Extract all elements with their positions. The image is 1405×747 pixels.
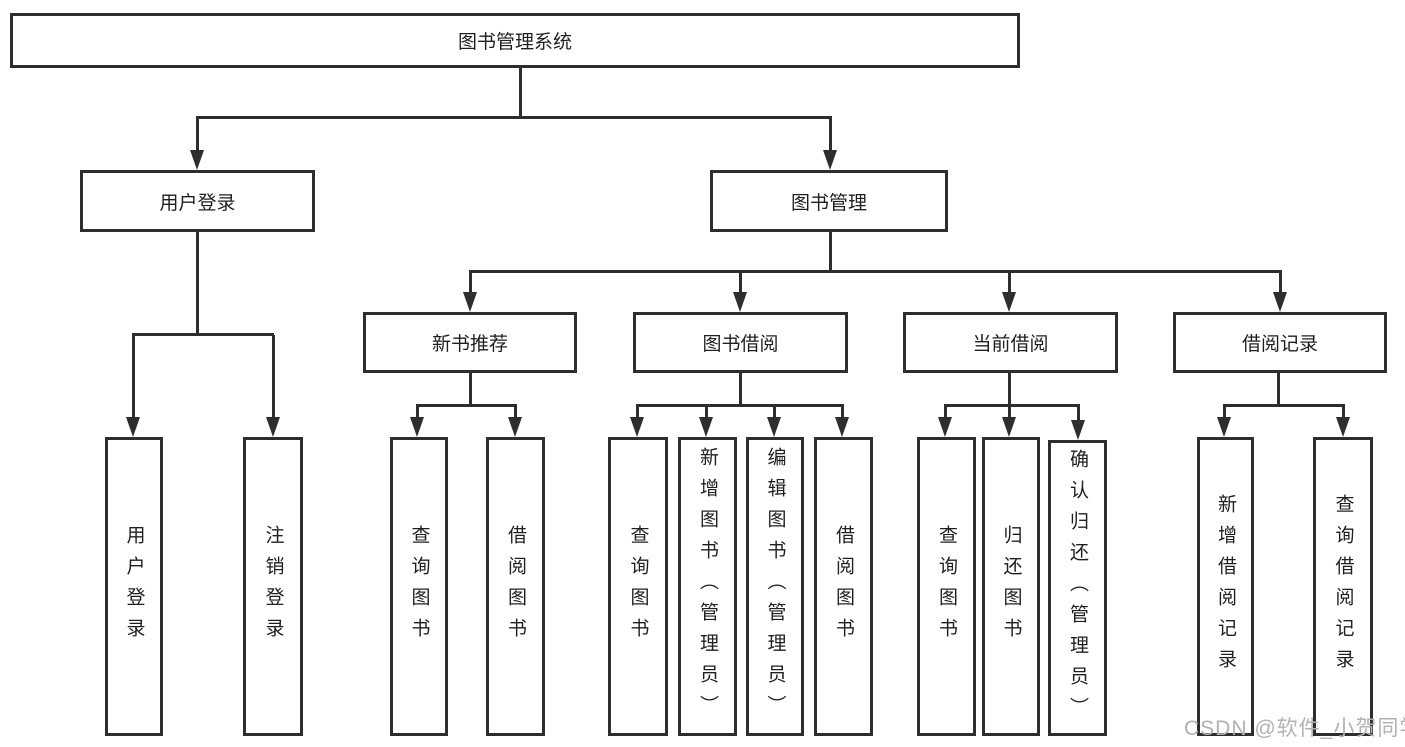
- connector-userlogin-horizontal: [132, 333, 274, 336]
- node-library-management-system: 图书管理系统: [10, 13, 1020, 68]
- node-borrowing-records: 借阅记录: [1173, 312, 1387, 373]
- connector-bookmgmt-horizontal: [469, 270, 1282, 273]
- arrow-down-icon: [630, 417, 644, 437]
- csdn-watermark: CSDN @软件_小贺同学: [1184, 717, 1405, 740]
- connector-bookborrow-vertical: [739, 373, 742, 407]
- connector-drop-newbook: [469, 272, 472, 294]
- leaf-query-books-current: 查询图书: [917, 437, 976, 736]
- connector-drop: [773, 406, 776, 419]
- connector-newbook-vertical: [469, 373, 472, 407]
- arrow-down-icon: [938, 417, 952, 437]
- leaf-add-book-admin: 新增图书（管理员）: [678, 437, 737, 736]
- connector-drop: [416, 406, 419, 419]
- leaf-query-borrow-record: 查询借阅记录: [1313, 437, 1373, 736]
- leaf-return-books: 归还图书: [982, 437, 1040, 736]
- connector-root-vertical: [519, 68, 522, 118]
- arrow-down-icon: [823, 150, 837, 170]
- connector-drop-leaf-user-login: [132, 335, 135, 419]
- connector-bookborrow-horizontal: [636, 404, 844, 407]
- node-current-borrowing: 当前借阅: [903, 312, 1118, 373]
- connector-drop-book-management: [829, 117, 832, 152]
- connector-drop: [944, 406, 947, 419]
- connector-drop: [1223, 406, 1226, 419]
- arrow-down-icon: [266, 417, 280, 437]
- connector-currentborrow-vertical: [1008, 373, 1011, 407]
- arrow-down-icon: [508, 417, 522, 437]
- arrow-down-icon: [1002, 292, 1016, 312]
- leaf-query-books-borrow: 查询图书: [608, 437, 668, 736]
- connector-drop: [636, 406, 639, 419]
- connector-userlogin-vertical: [196, 232, 199, 336]
- connector-records-vertical: [1277, 373, 1280, 407]
- connector-drop: [705, 406, 708, 419]
- connector-drop-user-login: [196, 117, 199, 152]
- connector-root-horizontal: [196, 116, 832, 119]
- connector-drop-leaf-logout: [272, 335, 275, 419]
- arrow-down-icon: [190, 150, 204, 170]
- arrow-down-icon: [1002, 417, 1016, 437]
- arrow-down-icon: [463, 292, 477, 312]
- leaf-borrow-books-newbook: 借阅图书: [486, 437, 545, 736]
- arrow-down-icon: [835, 417, 849, 437]
- connector-drop-bookborrow: [739, 272, 742, 294]
- connector-records-horizontal: [1223, 404, 1345, 407]
- connector-bookmgmt-vertical: [829, 232, 832, 273]
- arrow-down-icon: [733, 292, 747, 312]
- arrow-down-icon: [767, 417, 781, 437]
- connector-drop: [514, 406, 517, 419]
- leaf-confirm-return-admin: 确认归还（管理员）: [1048, 440, 1107, 736]
- connector-drop: [841, 406, 844, 419]
- arrow-down-icon: [1336, 417, 1350, 437]
- leaf-logout: 注销登录: [243, 437, 303, 736]
- leaf-edit-book-admin: 编辑图书（管理员）: [746, 437, 804, 736]
- arrow-down-icon: [699, 417, 713, 437]
- node-new-book-recommendation: 新书推荐: [363, 312, 577, 373]
- node-book-borrowing: 图书借阅: [633, 312, 848, 373]
- connector-drop: [1008, 406, 1011, 419]
- arrow-down-icon: [1217, 417, 1231, 437]
- leaf-query-books-newbook: 查询图书: [390, 437, 448, 736]
- node-book-management: 图书管理: [710, 170, 948, 232]
- connector-drop-currentborrow: [1008, 272, 1011, 294]
- arrow-down-icon: [1071, 420, 1085, 440]
- leaf-user-login: 用户登录: [105, 437, 163, 736]
- connector-drop: [1077, 406, 1080, 422]
- connector-drop-records: [1279, 272, 1282, 294]
- connector-newbook-horizontal: [416, 404, 517, 407]
- connector-drop: [1342, 406, 1345, 419]
- connector-currentborrow-horizontal: [944, 404, 1080, 407]
- leaf-add-borrow-record: 新增借阅记录: [1197, 437, 1254, 736]
- leaf-borrow-books-borrow: 借阅图书: [814, 437, 873, 736]
- arrow-down-icon: [1273, 292, 1287, 312]
- arrow-down-icon: [126, 417, 140, 437]
- arrow-down-icon: [410, 417, 424, 437]
- node-user-login: 用户登录: [80, 170, 315, 232]
